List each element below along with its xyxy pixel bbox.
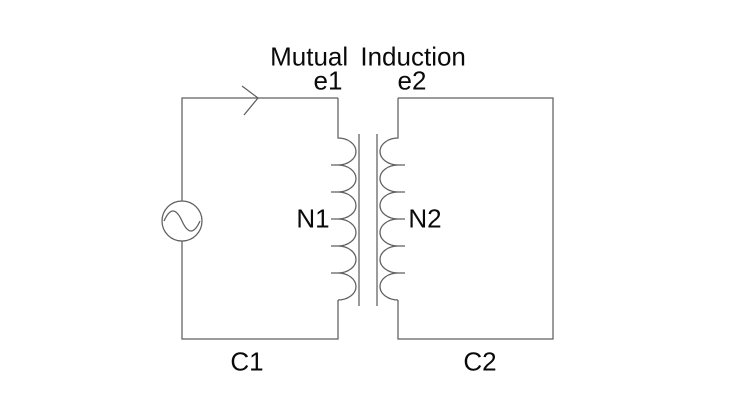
label-e2-secondary-emf: e2 <box>397 65 427 96</box>
primary-wire-bottom <box>181 241 339 340</box>
secondary-wire-loop <box>397 97 554 340</box>
transformer-core-lines <box>358 134 378 306</box>
label-n1-primary-turns: N1 <box>296 203 330 234</box>
current-direction-arrow-icon <box>241 85 259 116</box>
label-e1-primary-emf: e1 <box>313 65 343 96</box>
primary-wire-top-left <box>181 97 338 201</box>
secondary-circuit <box>379 97 554 340</box>
primary-winding-coil <box>337 98 357 301</box>
primary-coil-loop-ticks <box>331 164 338 274</box>
diagram-title: Mutual Induction <box>270 41 466 72</box>
label-n2-secondary-turns: N2 <box>408 203 442 234</box>
secondary-winding-coil <box>379 98 399 301</box>
sine-wave-icon <box>163 210 201 232</box>
primary-circuit <box>161 85 357 340</box>
secondary-coil-loop-ticks <box>398 164 405 274</box>
label-c1-primary-circuit: C1 <box>230 346 264 377</box>
label-c2-secondary-circuit: C2 <box>463 346 497 377</box>
